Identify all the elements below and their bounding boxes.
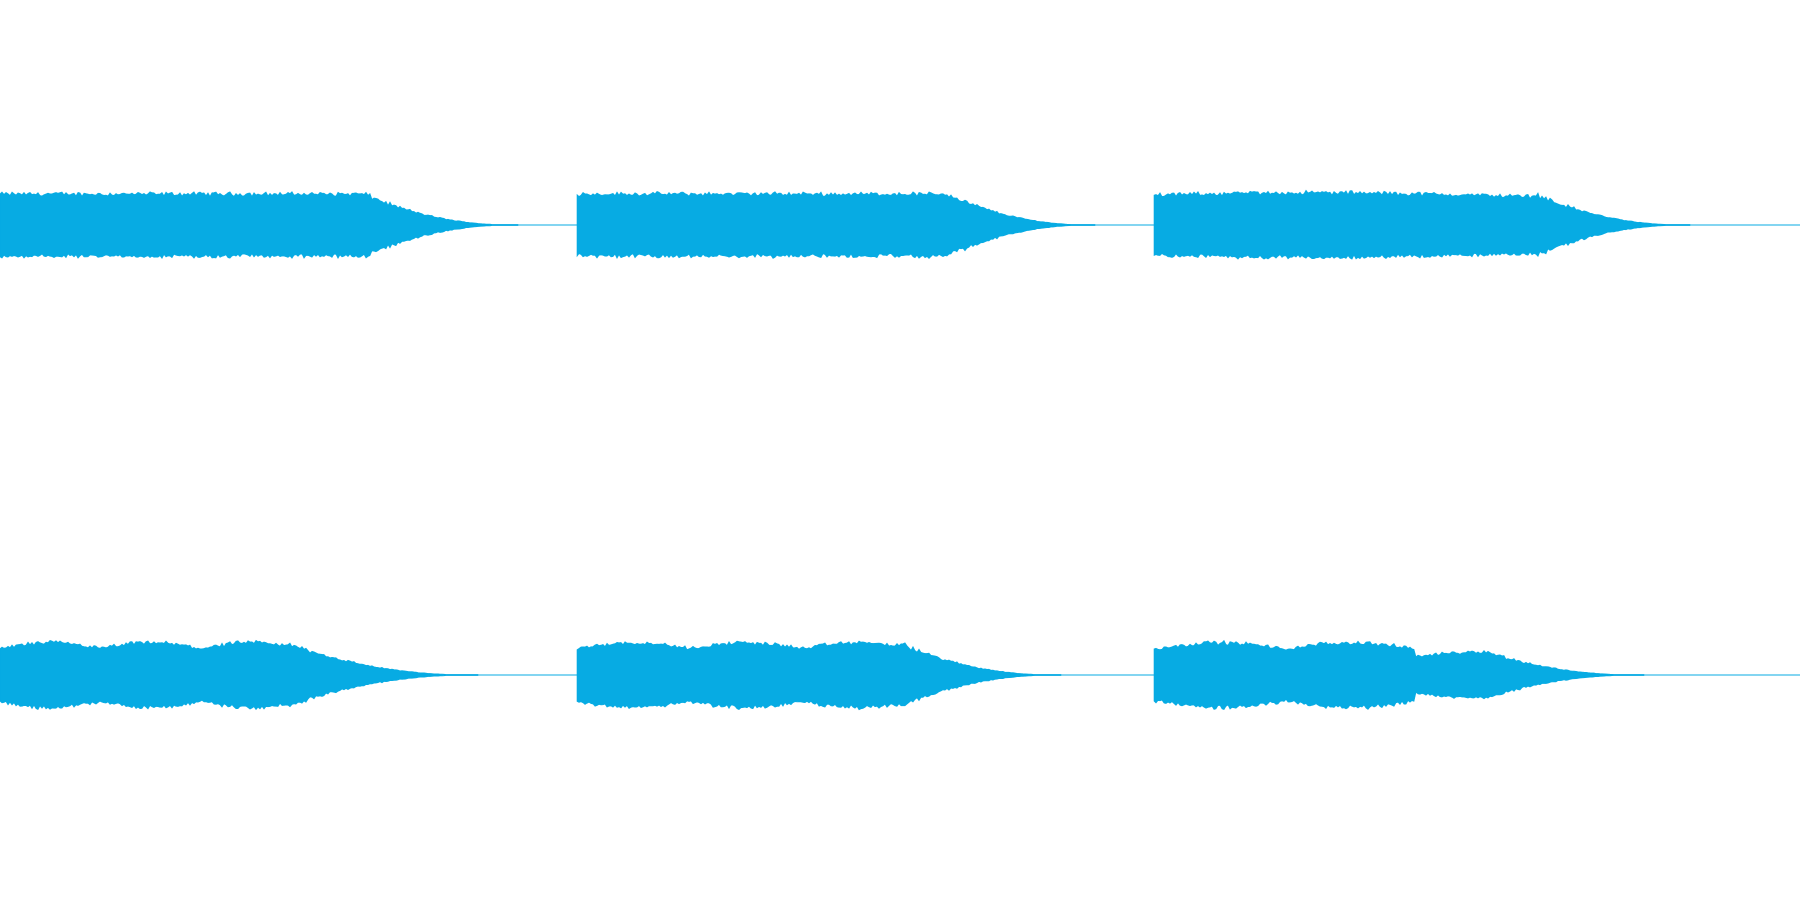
channel-1-clip-3[interactable] (1153, 189, 1691, 260)
channel-2-clip-1[interactable] (0, 639, 479, 711)
channel-1-clip-2[interactable] (576, 191, 1096, 260)
waveform-channel-2[interactable] (0, 639, 1800, 711)
channel-2-clip-2[interactable] (576, 640, 1062, 711)
channel-2-clip-3[interactable] (1153, 639, 1645, 710)
waveform-channel-1[interactable] (0, 189, 1800, 260)
channel-1-clip-1[interactable] (0, 191, 519, 260)
